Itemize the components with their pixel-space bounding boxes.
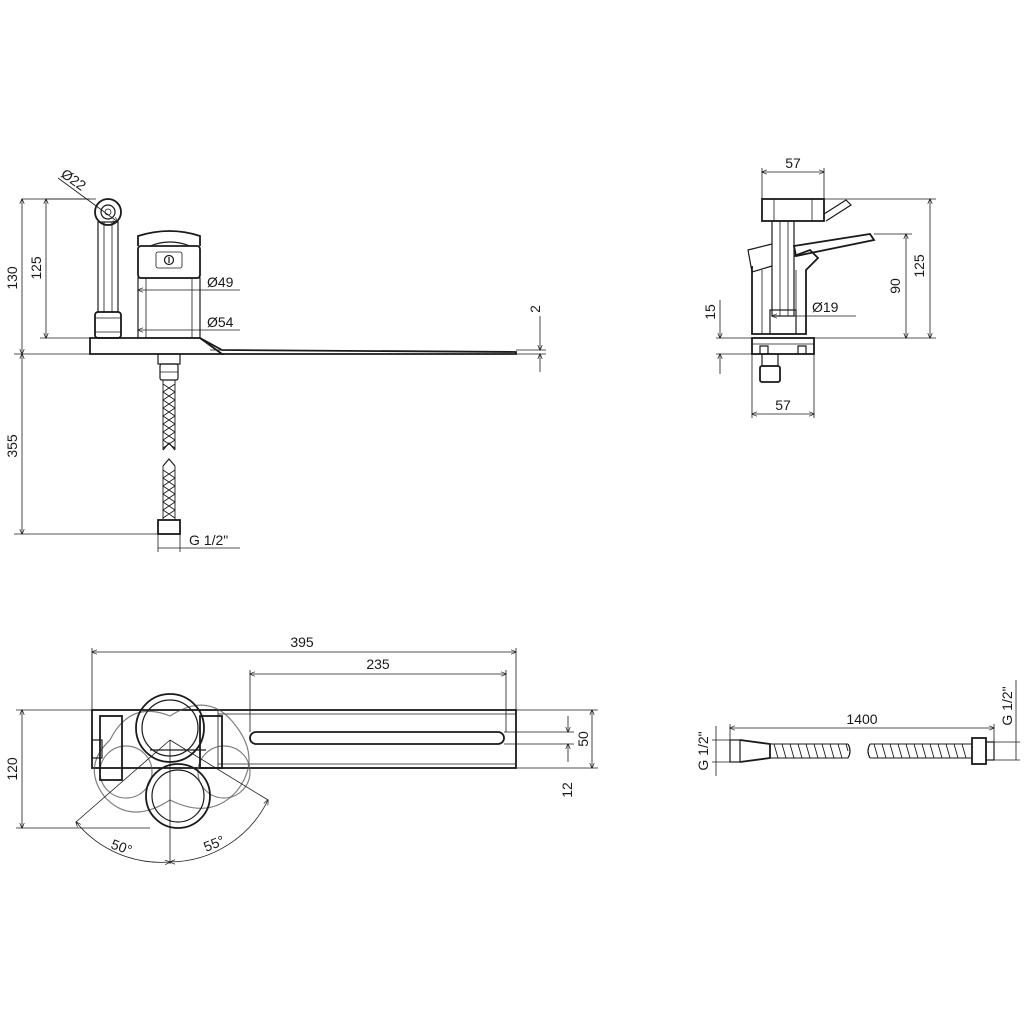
dim-d19-label: Ø19 (812, 299, 839, 315)
rotation-ghosts (93, 704, 251, 813)
angle-left-label: 50° (109, 836, 134, 858)
hose-right-nut (971, 737, 987, 765)
dim-90-label: 90 (887, 278, 903, 294)
dim-d49-label: Ø49 (207, 274, 234, 290)
dim-395-label: 395 (290, 634, 314, 650)
dim-125-label: 125 (911, 254, 927, 278)
front-base (751, 337, 815, 355)
side-view: 130 125 355 Ø22 Ø49 Ø54 2 G 1/2" (4, 165, 546, 552)
connection-hose (157, 353, 181, 535)
dim-50-label: 50 (575, 731, 591, 747)
hand-shower (94, 198, 122, 339)
dim-125-label: 125 (28, 256, 44, 280)
dim-thread-label: G 1/2" (189, 532, 228, 548)
holder-left (99, 715, 123, 781)
hose-left-nut (729, 739, 741, 763)
dim-57-bottom-label: 57 (775, 397, 791, 413)
lever-top (823, 199, 852, 222)
top-view: 50° 55° 395 235 120 50 12 (4, 634, 598, 864)
dim-355-label: 355 (4, 434, 20, 458)
thread-right-label: G 1/2" (999, 686, 1015, 725)
dim-120-label: 120 (4, 757, 20, 781)
angle-arc-right (170, 800, 268, 862)
dim-2-label: 2 (527, 305, 543, 313)
dim-130-label: 130 (4, 266, 20, 290)
dim-d22-leader (57, 177, 118, 222)
angle-right-label: 55° (201, 832, 227, 855)
dim-12-label: 12 (559, 782, 575, 798)
main-lever (792, 233, 876, 258)
dim-1400-label: 1400 (846, 711, 877, 727)
thread-left-label: G 1/2" (695, 731, 711, 770)
mixer-body (137, 230, 201, 339)
dim-235-label: 235 (366, 656, 390, 672)
spout-top-edge (209, 349, 517, 353)
dim-57-top-label: 57 (785, 155, 801, 171)
dim-d54-label: Ø54 (207, 314, 234, 330)
base-plate (89, 337, 225, 355)
front-view: 57 57 125 90 15 Ø19 (702, 155, 936, 418)
spout-slot (249, 731, 505, 745)
spout-plate (91, 709, 517, 769)
lever-ring (145, 763, 211, 829)
dim-15-label: 15 (702, 304, 718, 320)
angle-arc-left (76, 822, 170, 862)
hose-view: 1400 G 1/2" G 1/2" (695, 680, 1020, 776)
